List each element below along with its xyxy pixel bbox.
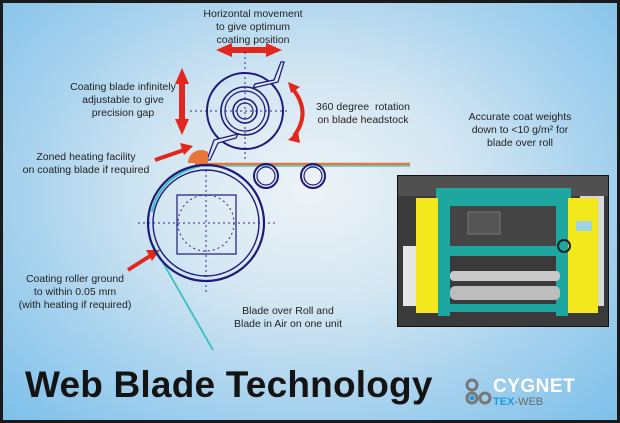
logo-sub-accent: TEX [493, 396, 515, 408]
heater-pointer-arrow-icon [154, 143, 193, 162]
annotation-blade-over-roll: Blade over Roll and Blade in Air on one … [234, 305, 342, 330]
heater-element [187, 149, 208, 163]
vertical-arrow-icon [175, 68, 189, 135]
annotation-blade-adjustable: Coating blade infinitely adjustable to g… [70, 81, 176, 119]
annotation-horizontal-movement: Horizontal movement to give optimum coat… [203, 8, 303, 46]
idler-rollers [253, 163, 326, 189]
annotation-rotation: 360 degree rotation on blade headstock [316, 101, 410, 126]
horizontal-arrow-icon [216, 43, 282, 57]
blade-headstock [206, 61, 285, 161]
diagram-frame: Horizontal movement to give optimum coat… [3, 3, 617, 420]
page-title: Web Blade Technology [25, 364, 433, 405]
machine-photo [397, 175, 609, 327]
logo-brand: CYGNET [493, 376, 576, 397]
annotation-zoned-heating: Zoned heating facility on coating blade … [22, 151, 150, 176]
logo-sub: TEX-WEB [493, 396, 543, 408]
logo-rings-icon [465, 378, 492, 405]
logo-sub-rest: -WEB [514, 396, 544, 408]
annotation-roller-ground: Coating roller ground to within 0.05 mm … [18, 273, 132, 311]
annotation-coat-weights: Accurate coat weights down to <10 g/m² f… [468, 111, 572, 149]
machine-schematic [126, 43, 410, 351]
rotation-arrow-icon [288, 82, 305, 143]
coating-roller [146, 163, 266, 283]
